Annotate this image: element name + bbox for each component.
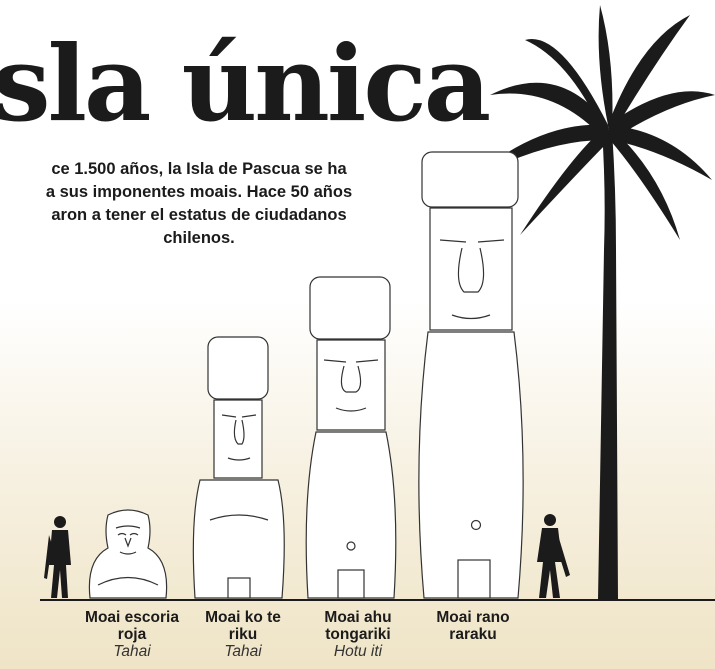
moai-label: Moai rano raraku [413,609,533,643]
moai-name: tongariki [325,626,391,643]
palm-tree-icon [470,5,715,600]
moai-place: Hotu iti [333,643,383,660]
moai-name: roja [117,626,147,643]
intro-text: ce 1.500 años, la Isla de Pascua se ha a… [0,158,404,250]
moai-name: Moai rano [436,609,510,626]
moai-icon [305,276,397,599]
moai-name: Moai ko te [205,609,281,626]
moai-place: Tahai [224,643,262,660]
intro-line: a sus imponentes moais. Hace 50 años [45,183,353,201]
intro-line: ce 1.500 años, la Isla de Pascua se ha [51,160,347,178]
moai-icon [418,151,524,599]
moai-label: Moai ko te riku Tahai [183,609,303,660]
moai-name: riku [228,626,258,643]
moai-icon [192,336,285,599]
moai-icon [88,509,168,599]
moai-label: Moai ahu tongariki Hotu iti [298,609,418,660]
intro-line: aron a tener el estatus de ciudadanos [51,206,347,224]
intro-line: chilenos. [163,229,235,247]
moai-place: Tahai [113,643,151,660]
human-figure-icon [44,516,71,598]
moai-name: Moai ahu [324,609,392,626]
moai-label: Moai escoria roja Tahai [72,609,192,660]
moai-name: raraku [449,626,497,643]
human-figure-icon [537,514,570,598]
moai-name: Moai escoria [85,609,179,626]
page-title: sla única [0,22,491,145]
